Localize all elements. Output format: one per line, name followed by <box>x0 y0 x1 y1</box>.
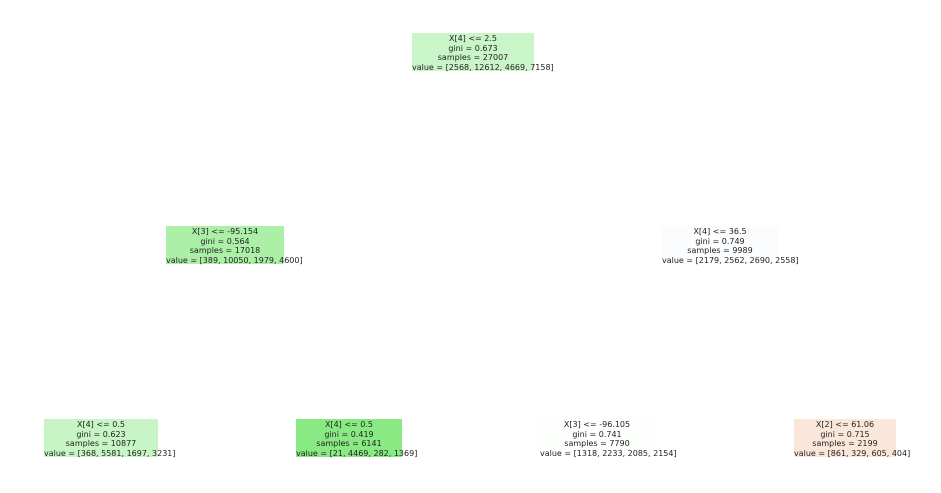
node-gini: gini = 0.749 <box>695 236 745 246</box>
node-split-rule: X[3] <= -96.105 <box>563 420 631 429</box>
node-samples: samples = 9989 <box>687 246 753 255</box>
tree-node-root: X[4] <= 2.5 gini = 0.673 samples = 27007… <box>412 33 554 72</box>
node-value: value = [861, 329, 605, 404] <box>794 448 911 458</box>
tree-node-right-right: X[2] <= 61.06 gini = 0.715 samples = 219… <box>794 419 911 458</box>
node-split-rule: X[3] <= -95.154 <box>191 227 259 236</box>
node-samples: samples = 17018 <box>189 246 261 255</box>
node-samples: samples = 2199 <box>812 439 878 448</box>
node-value: value = [1318, 2233, 2085, 2154] <box>540 448 677 458</box>
node-samples: samples = 10877 <box>65 439 137 448</box>
node-gini: gini = 0.715 <box>820 429 870 439</box>
tree-node-left-left: X[4] <= 0.5 gini = 0.623 samples = 10877… <box>44 419 176 458</box>
node-split-rule: X[4] <= 2.5 <box>448 34 498 43</box>
node-value: value = [2568, 12612, 4669, 7158] <box>412 62 554 72</box>
node-value: value = [2179, 2562, 2690, 2558] <box>662 255 799 265</box>
node-samples: samples = 6141 <box>316 439 382 448</box>
node-samples: samples = 27007 <box>437 53 509 62</box>
node-split-rule: X[2] <= 61.06 <box>815 420 875 429</box>
node-gini: gini = 0.673 <box>448 43 498 53</box>
node-gini: gini = 0.419 <box>324 429 374 439</box>
node-value: value = [368, 5581, 1697, 3231] <box>44 448 176 458</box>
node-samples: samples = 7790 <box>564 439 630 448</box>
tree-node-left: X[3] <= -95.154 gini = 0.564 samples = 1… <box>166 226 303 265</box>
node-split-rule: X[4] <= 36.5 <box>693 227 747 236</box>
node-gini: gini = 0.741 <box>572 429 622 439</box>
tree-node-left-right: X[4] <= 0.5 gini = 0.419 samples = 6141 … <box>296 419 418 458</box>
node-split-rule: X[4] <= 0.5 <box>324 420 374 429</box>
node-gini: gini = 0.564 <box>200 236 250 246</box>
node-gini: gini = 0.623 <box>76 429 126 439</box>
tree-node-right-left: X[3] <= -96.105 gini = 0.741 samples = 7… <box>540 419 677 458</box>
node-value: value = [389, 10050, 1979, 4600] <box>166 255 303 265</box>
tree-node-right: X[4] <= 36.5 gini = 0.749 samples = 9989… <box>662 226 799 265</box>
node-value: value = [21, 4469, 282, 1369] <box>296 448 418 458</box>
node-split-rule: X[4] <= 0.5 <box>76 420 126 429</box>
